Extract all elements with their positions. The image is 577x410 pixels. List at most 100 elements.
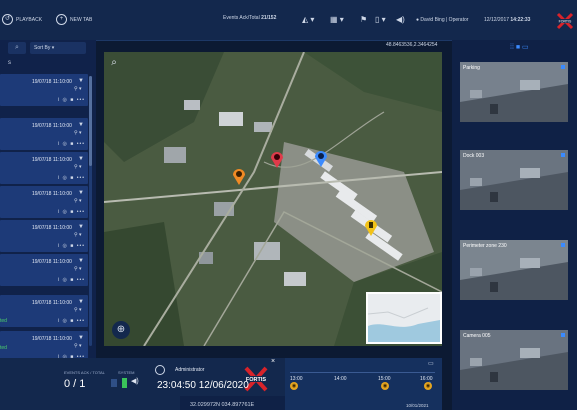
svg-text:FORTIS: FORTIS — [559, 19, 572, 23]
target-icon[interactable]: ◎ — [62, 209, 68, 215]
target-icon[interactable]: ◎ — [62, 354, 68, 360]
sort-by-dropdown[interactable]: Sort By ▾ — [30, 42, 86, 54]
event-card[interactable]: 19/07/18 11:10:00▼⚲ ▾i ◎ ■ ••• — [0, 118, 88, 150]
info-icon[interactable]: i — [58, 141, 61, 147]
grid-view-icon[interactable]: ⁞⁞ — [510, 44, 514, 51]
more-icon[interactable]: ••• — [76, 141, 85, 147]
timeline-axis — [290, 372, 435, 373]
events-scroll-thumb[interactable] — [89, 76, 92, 166]
camera-feed[interactable]: Parking — [460, 62, 568, 122]
link-icon[interactable]: ⚲ ▾ — [74, 86, 82, 92]
info-icon[interactable]: i — [58, 175, 61, 181]
video-icon[interactable]: ■ — [70, 97, 75, 103]
pin-icon[interactable]: ▼ — [78, 156, 84, 162]
target-icon[interactable]: ◎ — [62, 243, 68, 249]
pin-icon[interactable]: ▼ — [78, 122, 84, 128]
event-card[interactable]: 19/07/18 11:10:00 ▼ ⚲ ▾ i ◎ ■ ••• — [0, 295, 88, 327]
monitor-icon[interactable]: ▭ — [522, 44, 529, 51]
device-menu-icon[interactable]: ▯ ▾ — [375, 15, 386, 24]
event-status: ted — [0, 345, 7, 351]
timeline-event-marker[interactable]: ◉ — [290, 382, 298, 390]
pin-icon[interactable]: ▼ — [78, 299, 84, 305]
info-icon[interactable]: i — [58, 318, 61, 324]
event-card[interactable]: 19/07/18 11:10:00▼⚲ ▾i ◎ ■ ••• — [0, 186, 88, 218]
event-card[interactable]: 19/07/18 11:10:00▼⚲ ▾i ◎ ■ ••• — [0, 152, 88, 184]
link-icon[interactable]: ⚲ ▾ — [74, 232, 82, 238]
more-icon[interactable]: ••• — [76, 277, 85, 283]
flag-icon[interactable]: ⚑ — [360, 15, 368, 24]
user-menu[interactable]: ● David Bing | Operator — [416, 17, 469, 23]
target-icon[interactable]: ◎ — [62, 141, 68, 147]
target-icon[interactable]: ◎ — [62, 318, 68, 324]
video-icon[interactable]: ■ — [70, 243, 75, 249]
video-icon[interactable]: ■ — [70, 318, 75, 324]
video-icon[interactable]: ■ — [70, 277, 75, 283]
event-card[interactable]: 19/07/18 11:10:00 ▼ ⚲ ▾ i ◎ ■ ••• — [0, 254, 88, 286]
mini-map[interactable] — [366, 292, 442, 344]
target-icon[interactable]: ◎ — [62, 277, 68, 283]
calendar-icon[interactable]: ▭ — [428, 361, 434, 367]
link-icon[interactable]: ⚲ ▾ — [74, 343, 82, 349]
pin-icon[interactable]: ▼ — [78, 78, 84, 84]
camera-feed[interactable]: Camera 005 — [460, 330, 568, 390]
info-icon[interactable]: i — [58, 277, 61, 283]
clock: 12/12/2017 14:22:33 — [484, 17, 531, 23]
device-marker-blue[interactable] — [314, 149, 328, 167]
event-timestamp: 19/07/18 11:10:00 — [32, 79, 72, 85]
video-icon[interactable]: ■ — [70, 354, 75, 360]
pin-icon[interactable]: ▼ — [78, 224, 84, 230]
layout-grid-icon[interactable]: ▦ ▾ — [330, 15, 344, 24]
alarm-marker-red[interactable] — [270, 150, 284, 168]
event-card[interactable]: 19/07/18 11:10:00▼⚲ ▾i ◎ ■ ••• — [0, 220, 88, 252]
new-tab-button[interactable]: +NEW TAB — [56, 14, 92, 25]
events-ack-total: Events Ack/Total 21/152 — [223, 15, 277, 21]
share-menu-icon[interactable]: ◭ ▾ — [302, 15, 315, 24]
map-search-button[interactable]: ⌕ — [105, 54, 123, 72]
video-icon[interactable]: ■ — [70, 175, 75, 181]
events-scrollbar[interactable] — [89, 76, 92, 346]
more-icon[interactable]: ••• — [76, 175, 85, 181]
more-icon[interactable]: ••• — [76, 354, 85, 360]
target-icon[interactable]: ◎ — [62, 175, 68, 181]
more-icon[interactable]: ••• — [76, 318, 85, 324]
pin-icon[interactable]: ▼ — [78, 190, 84, 196]
info-icon[interactable]: i — [58, 354, 61, 360]
chat-icon[interactable] — [111, 379, 117, 387]
volume-icon[interactable]: ◀) — [131, 378, 139, 385]
info-icon[interactable]: i — [58, 97, 61, 103]
user-icon: ● — [416, 17, 420, 23]
sensor-marker-yellow[interactable] — [364, 218, 378, 236]
close-icon[interactable]: × — [271, 358, 276, 365]
target-icon[interactable]: ◎ — [62, 97, 68, 103]
event-card[interactable]: 19/07/18 11:10:00 ▼ ⚲ ▾ i ◎ ■ ••• — [0, 74, 88, 106]
event-timestamp: 19/07/18 11:10:00 — [32, 300, 72, 306]
user-icon — [155, 365, 165, 375]
camera-feed[interactable]: Perimeter zone 230 — [460, 240, 568, 300]
more-icon[interactable]: ••• — [76, 209, 85, 215]
link-icon[interactable]: ⚲ ▾ — [74, 198, 82, 204]
event-timestamp: 19/07/18 11:10:00 — [32, 259, 72, 265]
info-icon[interactable]: i — [58, 209, 61, 215]
more-icon[interactable]: ••• — [76, 243, 85, 249]
timeline-event-marker[interactable]: ◉ — [381, 382, 389, 390]
video-icon[interactable]: ■ — [70, 141, 75, 147]
camera-feed[interactable]: Dock 003 — [460, 150, 568, 210]
more-icon[interactable]: ••• — [76, 97, 85, 103]
link-icon[interactable]: ⚲ ▾ — [74, 164, 82, 170]
camera-icon[interactable]: ■ — [515, 44, 521, 51]
globe-button[interactable]: ⊕ — [112, 321, 130, 339]
timeline-event-marker[interactable]: ◉ — [424, 382, 432, 390]
volume-icon[interactable]: ◀) — [396, 15, 405, 24]
camera-marker-orange[interactable] — [232, 167, 246, 185]
video-icon[interactable]: ■ — [70, 209, 75, 215]
timeline[interactable] — [285, 358, 442, 410]
pin-icon[interactable]: ▼ — [78, 335, 84, 341]
link-icon[interactable]: ⚲ ▾ — [74, 307, 82, 313]
search-button[interactable]: ⌕ — [8, 42, 26, 54]
info-icon[interactable]: i — [58, 243, 61, 249]
link-icon[interactable]: ⚲ ▾ — [74, 130, 82, 136]
link-icon[interactable]: ⚲ ▾ — [74, 266, 82, 272]
playback-button[interactable]: ↺PLAYBACK — [2, 14, 42, 25]
event-card[interactable]: 19/07/18 11:10:00▼⚲ ▾i ◎ ■ ••• — [0, 331, 88, 363]
pin-icon[interactable]: ▼ — [78, 258, 84, 264]
